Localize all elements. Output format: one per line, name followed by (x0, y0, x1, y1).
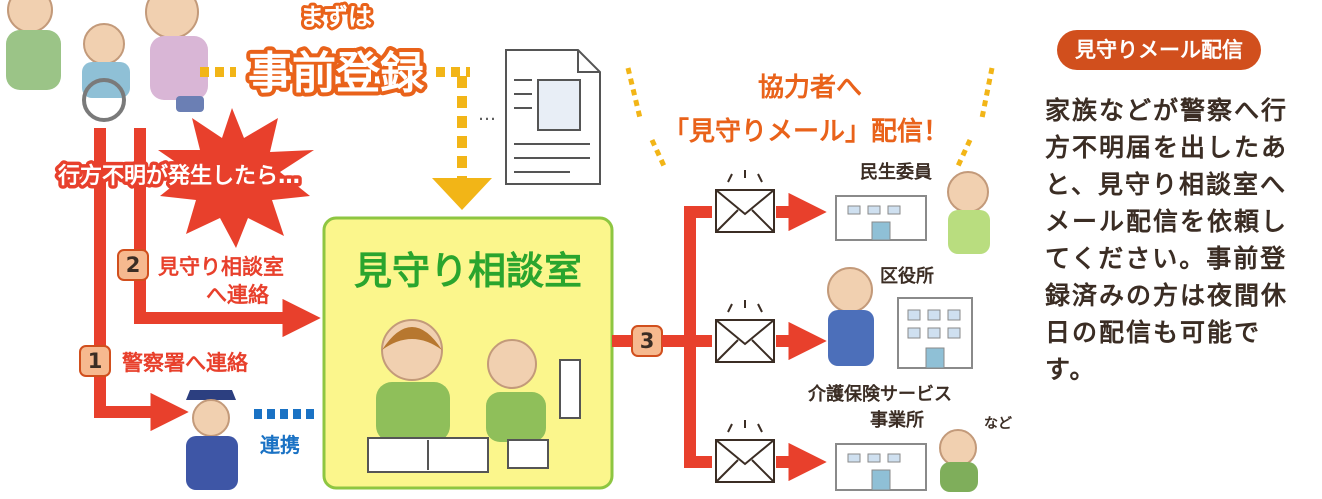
flow-arrows (94, 128, 321, 432)
elderly-group-illustration (6, 0, 208, 122)
care-worker-illustration (939, 429, 978, 492)
registration-label: 事前登録 (248, 48, 425, 99)
step-2-label-line2: へ連絡 (206, 283, 270, 307)
side-panel-badge: 見守りメール配信 (1057, 30, 1261, 70)
recipient-label-ward-office: 区役所 (880, 265, 934, 287)
mail-heading-line2: 「見守りメール」配信！ (663, 116, 949, 147)
mail-heading-line1: 協力者へ (758, 73, 862, 103)
side-panel-body: 家族などが警察へ行方不明届を出したあと、見守り相談室へメール配信を依頼してくださ… (1045, 96, 1289, 384)
side-panel: 見守りメール配信 家族などが警察へ行方不明届を出したあと、見守り相談室へメール配… (1045, 30, 1307, 388)
registration-form-illustration: … (478, 49, 601, 185)
svg-text:…: … (478, 104, 496, 125)
ward-officer-illustration (827, 267, 874, 366)
consultation-room-title: 見守り相談室 (354, 249, 582, 293)
mail-envelope-icon (715, 420, 775, 483)
recipient-label-care-line2: 事業所 (870, 409, 924, 431)
step-3-number: 3 (640, 329, 655, 353)
link-label: 連携 (260, 433, 300, 457)
registration-lead: まずは (300, 3, 372, 31)
step-1-label: 警察署へ連絡 (121, 351, 249, 375)
mail-envelope-icon (715, 170, 775, 233)
ward-office-building (897, 297, 973, 369)
mail-envelope-icon (715, 300, 775, 363)
welfare-commissioner-illustration (947, 171, 990, 254)
step-1-number: 1 (88, 349, 103, 373)
incident-burst-shape (158, 108, 314, 248)
recipient-label-care-suffix: など (984, 416, 1012, 432)
mail-branch-arrows (612, 192, 827, 482)
mail-heading-burst-lines (625, 67, 995, 168)
flow-diagram: まずは 事前登録 … 行方不明が発生したら… 2 見守り相談室 へ連絡 1 警察… (6, 0, 1012, 492)
staff-illustration (367, 319, 581, 473)
step-2-number: 2 (126, 253, 141, 277)
step-2-label-line1: 見守り相談室 (158, 255, 284, 279)
welfare-office-building (835, 195, 927, 241)
incident-label: 行方不明が発生したら… (57, 163, 300, 189)
recipient-label-care-line1: 介護保険サービス (807, 383, 952, 405)
step-2-badge (117, 249, 149, 281)
recipient-label-welfare: 民生委員 (860, 161, 932, 183)
step-1-badge (79, 345, 111, 377)
police-officer-illustration (186, 390, 238, 490)
registration-dotted-line (200, 67, 492, 210)
care-office-building (835, 443, 927, 491)
